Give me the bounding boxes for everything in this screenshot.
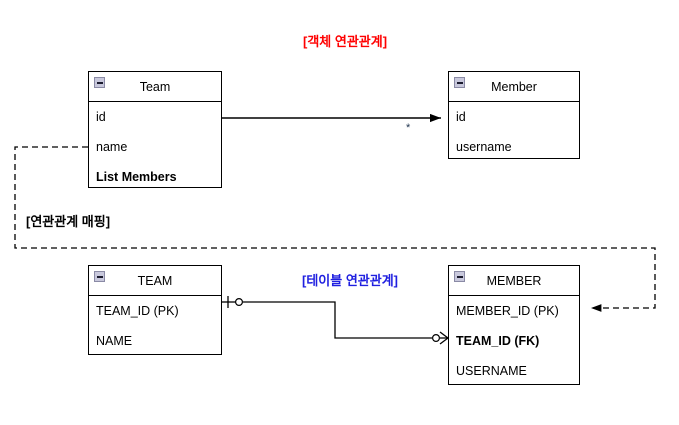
entity-title-team: Team: [139, 79, 171, 94]
entity-box-member-table[interactable]: MEMBER MEMBER_ID (PK) TEAM_ID (FK) USERN…: [448, 265, 580, 385]
minus-square-icon[interactable]: [94, 77, 105, 88]
entity-box-team[interactable]: Team id name List Members: [88, 71, 222, 188]
relation-mapping-title: [연관관계 매핑]: [26, 214, 111, 229]
minus-square-icon[interactable]: [454, 77, 465, 88]
object-relation-title: [객체 연관관계]: [303, 34, 388, 49]
team-to-member-crowsfoot: [222, 296, 449, 345]
entity-row-team-id-fk: TEAM_ID (FK): [456, 334, 540, 348]
minus-square-icon[interactable]: [454, 271, 465, 282]
entity-header-team: Team: [89, 72, 221, 102]
entity-title-member-table: MEMBER: [486, 273, 542, 288]
entity-title-team-table: TEAM: [137, 273, 173, 288]
entity-header-member: Member: [449, 72, 579, 102]
multiplicity-label-many: *: [406, 122, 411, 134]
entity-row-team-name-col: NAME: [96, 334, 133, 348]
entity-rows-member-table: MEMBER_ID (PK) TEAM_ID (FK) USERNAME: [449, 296, 579, 386]
table-relation-title: [테이블 연관관계]: [302, 273, 398, 288]
entity-row-team-name: name: [96, 140, 128, 154]
entity-row-member-username: username: [456, 140, 512, 154]
entity-rows-member: id username: [449, 102, 579, 162]
entity-box-team-table[interactable]: TEAM TEAM_ID (PK) NAME: [88, 265, 222, 355]
minus-square-icon[interactable]: [94, 271, 105, 282]
entity-title-member: Member: [491, 79, 537, 94]
entity-row-team-members: List Members: [96, 170, 177, 184]
entity-header-member-table: MEMBER: [449, 266, 579, 296]
entity-box-member[interactable]: Member id username: [448, 71, 580, 159]
entity-row-team-id-pk: TEAM_ID (PK): [96, 304, 179, 318]
entity-row-member-id-pk: MEMBER_ID (PK): [456, 304, 559, 318]
entity-rows-team: id name List Members: [89, 102, 221, 192]
entity-row-team-id: id: [96, 110, 106, 124]
entity-rows-team-table: TEAM_ID (PK) NAME: [89, 296, 221, 356]
entity-row-username-col: USERNAME: [456, 364, 527, 378]
entity-row-member-id: id: [456, 110, 466, 124]
entity-header-team-table: TEAM: [89, 266, 221, 296]
